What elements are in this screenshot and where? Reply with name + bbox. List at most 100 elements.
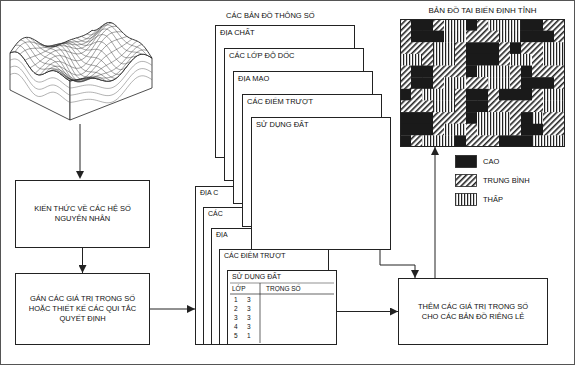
node-text: CÁC ĐIỂM TRƯỢT (247, 97, 377, 106)
hazard-map-picture (400, 19, 565, 147)
map-cell (543, 112, 554, 124)
map-cell (499, 42, 510, 54)
map-cell (510, 112, 521, 124)
map-cell (455, 77, 466, 89)
table-cell: 3 (247, 296, 251, 303)
legend-row: THẤP (455, 190, 530, 209)
map-cell (400, 77, 411, 89)
map-cell (510, 100, 521, 112)
map-cell (477, 89, 488, 101)
map-cell (488, 124, 499, 136)
map-cell (554, 19, 565, 31)
map-cell (488, 42, 499, 54)
map-cell (444, 31, 455, 43)
map-cell (488, 89, 499, 101)
map-cell (411, 112, 422, 124)
map-cell (488, 135, 499, 147)
map-cell (521, 54, 532, 66)
map-cell (400, 89, 411, 101)
map-cell (411, 77, 422, 89)
map-cell (532, 31, 543, 43)
map-cell (499, 124, 510, 136)
map-cell (532, 89, 543, 101)
terrain-mesh (25, 23, 107, 60)
map-cell (400, 19, 411, 31)
map-cell (466, 112, 477, 124)
map-cell (554, 124, 565, 136)
map-cell (411, 31, 422, 43)
map-cell (400, 124, 411, 136)
map-cell (521, 89, 532, 101)
section-heading: CÁC BẢN ĐỒ THÔNG SỐ (226, 12, 315, 20)
legend-swatch (455, 155, 477, 168)
map-cell (488, 112, 499, 124)
map-cell (521, 66, 532, 78)
legend-row: TRUNG BÌNH (455, 171, 530, 190)
map-cell (400, 135, 411, 147)
map-cell (488, 31, 499, 43)
map-cell (554, 100, 565, 112)
map-cell (422, 89, 433, 101)
legend: CAOTRUNG BÌNH THẤP (455, 152, 530, 209)
map-cell (532, 42, 543, 54)
parameter-map-sheet: SỬ DỤNG ĐẤT (251, 117, 391, 250)
table-cell: 3 (247, 323, 251, 330)
map-cell (477, 54, 488, 66)
map-cell (422, 31, 433, 43)
map-cell (477, 19, 488, 31)
map-cell (510, 31, 521, 43)
terrain-mesh (60, 44, 142, 81)
table-cell: 3 (247, 305, 251, 312)
terrain-illustration (10, 22, 152, 120)
map-cell (444, 100, 455, 112)
map-cell (477, 135, 488, 147)
map-cell (455, 42, 466, 54)
map-cell (532, 135, 543, 147)
map-cell (554, 77, 565, 89)
map-cell (422, 135, 433, 147)
map-cell (543, 135, 554, 147)
map-cell (543, 54, 554, 66)
node-text: SỬ DỤNG ĐẤT (256, 120, 386, 129)
map-cell (433, 124, 444, 136)
map-cell (444, 19, 455, 31)
map-cell (554, 112, 565, 124)
terrain-mesh (51, 44, 111, 81)
legend-swatch (455, 174, 477, 187)
map-cell (488, 66, 499, 78)
map-cell (422, 19, 433, 31)
map-cell (422, 54, 433, 66)
map-cell (455, 31, 466, 43)
map-cell (499, 89, 510, 101)
map-cell (433, 112, 444, 124)
table-cell: 1 (234, 296, 238, 303)
legend-text: THẤP (483, 195, 503, 204)
legend-row: CAO (455, 152, 530, 171)
node-text: GÁN CÁC GIÁ TRỊ TRỌNG SỐ HOẶC THIẾT KẾ C… (28, 294, 137, 323)
map-cell (411, 66, 422, 78)
map-border (401, 20, 565, 147)
map-cell (411, 135, 422, 147)
arrow-head (76, 171, 84, 179)
map-cell (455, 100, 466, 112)
map-cell (466, 54, 477, 66)
process-box: GÁN CÁC GIÁ TRỊ TRỌNG SỐ HOẶC THIẾT KẾ C… (15, 273, 150, 345)
map-cell (488, 77, 499, 89)
node-text: ĐỊA CHẤT (220, 28, 350, 37)
map-cell (466, 66, 477, 78)
table-cell: 1 (247, 332, 251, 339)
map-cell (411, 54, 422, 66)
map-cell (554, 54, 565, 66)
map-cell (543, 124, 554, 136)
map-cell (543, 89, 554, 101)
map-cell (444, 66, 455, 78)
weighted-map-sheet: SỬ DỤNG ĐẤTLỚPTRỌNG SỐ1234533331 (227, 270, 337, 345)
map-cell (400, 100, 411, 112)
terrain-mesh (66, 41, 126, 69)
map-cell (444, 135, 455, 147)
map-cell (477, 42, 488, 54)
map-cell (543, 66, 554, 78)
map-cell (411, 42, 422, 54)
map-cell (433, 100, 444, 112)
table-cell: 3 (247, 314, 251, 321)
